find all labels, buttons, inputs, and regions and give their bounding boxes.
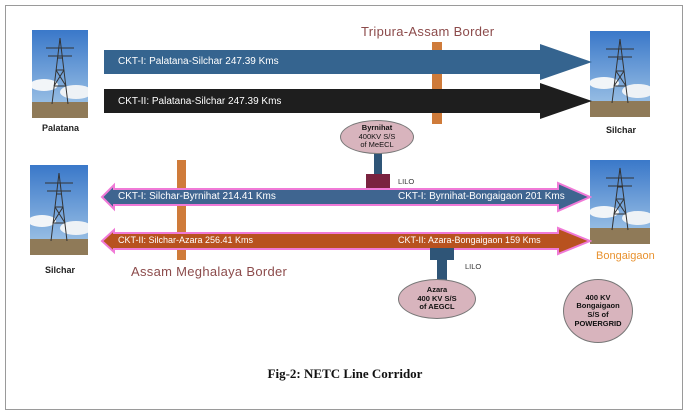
arrow-ckt2-silchar-bongaigaon <box>100 226 592 256</box>
line-label-ckt2-silchar-azara: CKT-II: Silchar-Azara 256.41 Kms <box>118 235 254 245</box>
substation-bongaigaon-ss: S/S of <box>587 310 609 319</box>
assam-meghalaya-border-label: Assam Meghalaya Border <box>131 264 288 279</box>
substation-azara-rating: 400 KV S/S <box>417 293 457 303</box>
tripura-assam-border-label: Tripura-Assam Border <box>361 24 495 39</box>
location-label-silchar-left: Silchar <box>45 265 76 275</box>
line-label-ckt2-palatana-silchar: CKT-II: Palatana-Silchar 247.39 Kms <box>118 96 282 107</box>
line-label-ckt1-byrnihat-bongaigaon: CKT-I: Byrnihat-Bongaigaon 201 Kms <box>398 191 565 202</box>
substation-bongaigaon-name: Bongaigaon <box>576 301 620 311</box>
substation-byrnihat: Byrnihat 400KV S/S of MeECL <box>340 120 414 154</box>
lilo-connector-byrnihat <box>366 150 390 188</box>
location-label-bongaigaon: Bongaigaon <box>596 250 655 262</box>
substation-bongaigaon-owner: POWERGRID <box>574 318 622 328</box>
line-label-ckt2-azara-bongaigaon: CKT-II: Azara-Bongaigaon 159 Kms <box>398 235 541 245</box>
lilo-connector-azara <box>430 248 454 282</box>
substation-bongaigaon: 400 KV Bongaigaon S/S of POWERGRID <box>563 279 633 343</box>
substation-byrnihat-rating: 400KV S/S <box>358 131 396 141</box>
arrow-ckt1-palatana-silchar <box>104 44 592 80</box>
location-label-silchar-top: Silchar <box>606 125 637 135</box>
substation-byrnihat-owner: of MeECL <box>360 140 394 150</box>
figure-frame <box>5 5 683 410</box>
substation-byrnihat-name: Byrnihat <box>361 123 393 133</box>
arrow-ckt2-palatana-silchar <box>104 83 592 119</box>
tripura-assam-border-bar <box>432 42 442 124</box>
substation-bongaigaon-rating: 400 KV <box>585 292 611 302</box>
tower-photo-silchar-left <box>30 165 88 255</box>
lilo-label-upper: LILO <box>398 177 415 186</box>
tower-photo-bongaigaon <box>590 160 650 244</box>
substation-azara-name: Azara <box>426 285 448 295</box>
tower-photo-silchar-top <box>590 31 650 117</box>
line-label-ckt1-silchar-byrnihat: CKT-I: Silchar-Byrnihat 214.41 Kms <box>118 191 276 202</box>
location-label-palatana: Palatana <box>42 123 80 133</box>
line-label-ckt1-palatana-silchar: CKT-I: Palatana-Silchar 247.39 Kms <box>118 56 279 67</box>
assam-meghalaya-border-bar <box>177 160 186 260</box>
substation-azara: Azara 400 KV S/S of AEGCL <box>398 279 476 319</box>
figure-caption: Fig-2: NETC Line Corridor <box>267 366 423 381</box>
arrow-ckt1-silchar-bongaigaon <box>100 181 592 213</box>
substation-azara-owner: of AEGCL <box>419 302 455 312</box>
tower-photo-palatana <box>32 30 88 118</box>
lilo-label-lower: LILO <box>465 262 482 271</box>
